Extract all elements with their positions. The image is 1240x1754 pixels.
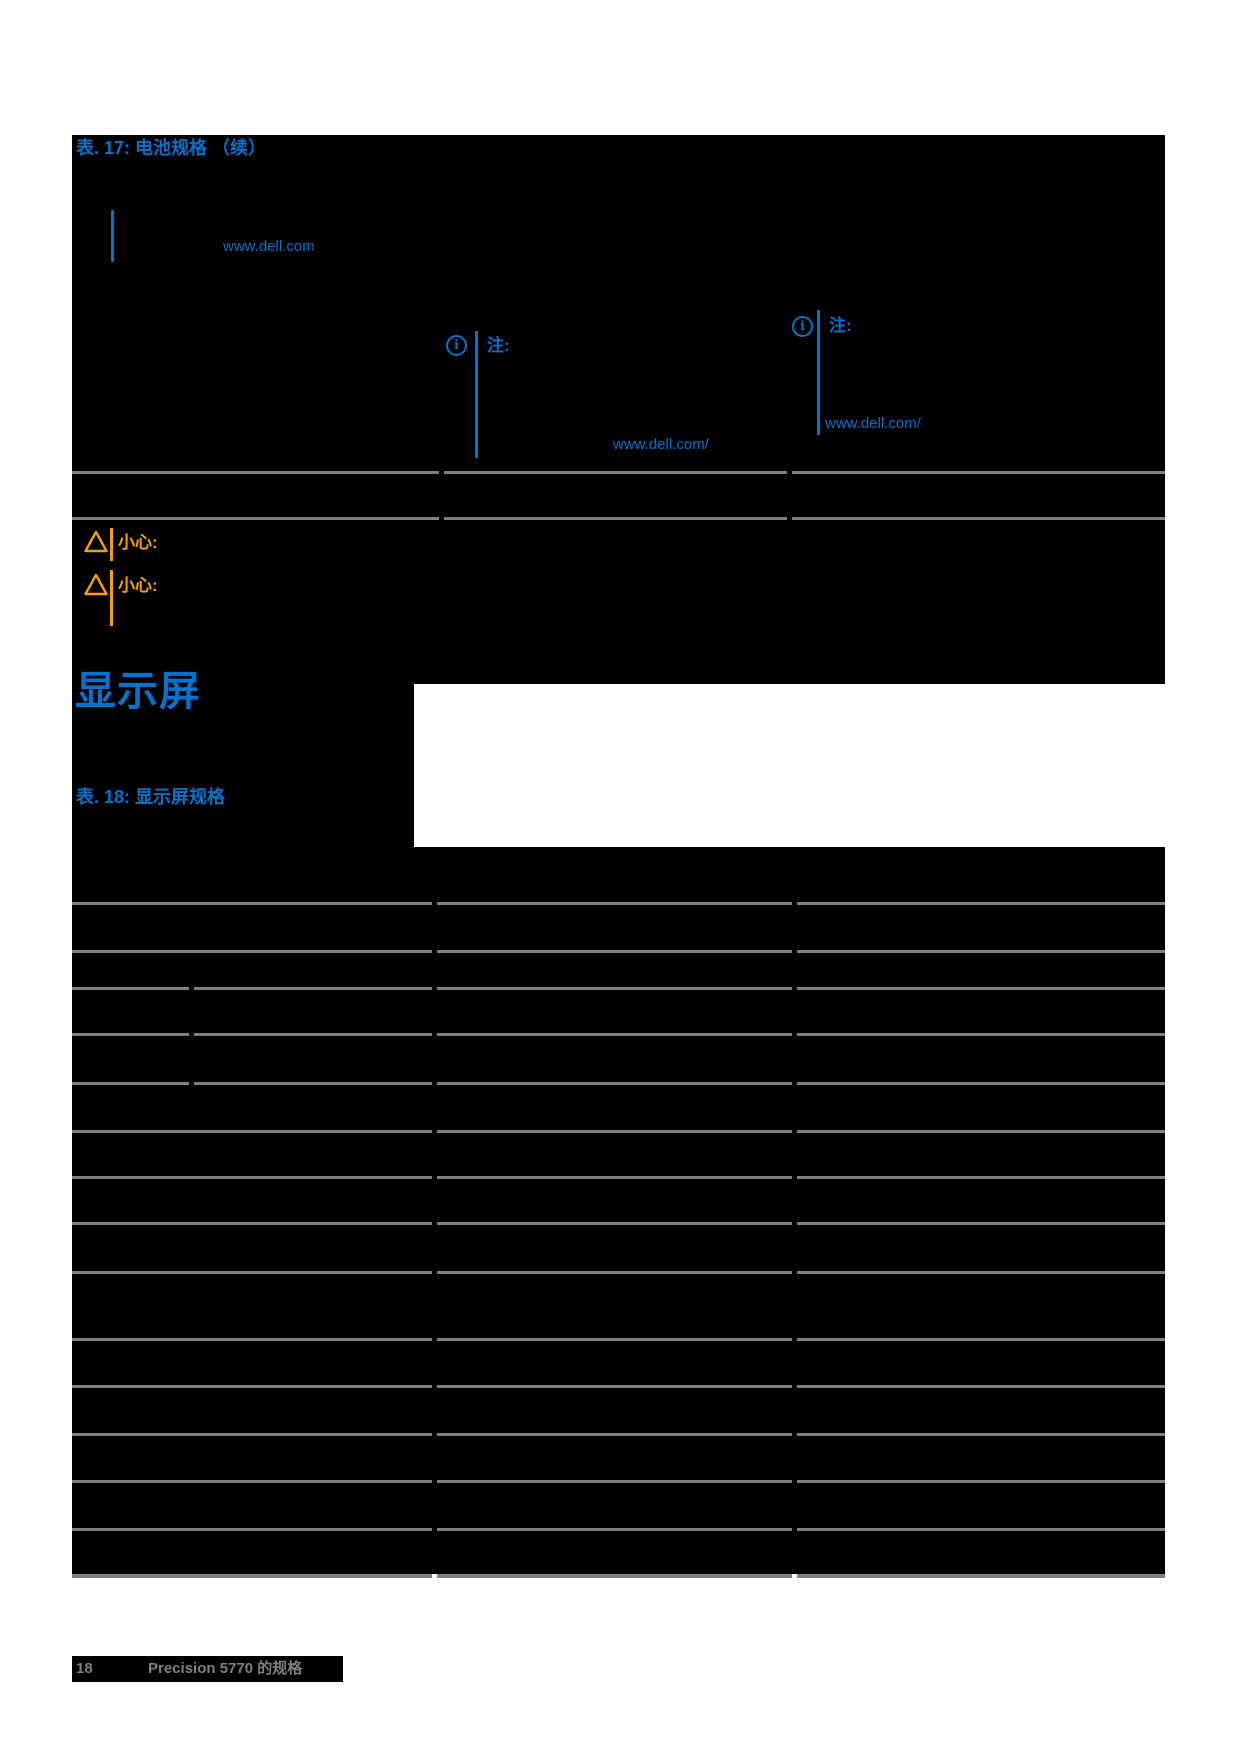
table-row-divider [437,1082,792,1085]
table-row-divider [797,950,1165,953]
table-row-divider [437,1574,792,1578]
table-row-divider [437,1480,792,1483]
table-row-divider [437,1433,792,1436]
caution-label: 小心: [118,576,158,595]
table-row-divider [72,950,432,953]
table-row-divider [437,1130,792,1133]
table-row-divider [797,1385,1165,1388]
table-row-divider [437,1385,792,1388]
table-row-divider [72,902,432,905]
table-row-divider [437,902,792,905]
table-row-divider [437,1528,792,1531]
table-row-divider [72,1574,432,1578]
dell-support-link[interactable]: www.dell.com/ [613,436,709,453]
table-row-divider [797,1528,1165,1531]
section-gap [414,684,1165,847]
display-table-caption: 表. 18: 显示屏规格 [76,787,226,807]
table-row-divider [72,1082,189,1085]
table-row-divider [72,1222,432,1225]
table-row-divider [437,1033,792,1036]
highlight-bar [111,210,114,262]
footer-doc-title: Precision 5770 的规格 [148,1660,303,1677]
table-row-divider [797,1176,1165,1179]
table-row-divider [437,1271,792,1274]
note-label: 注: [487,336,510,355]
table-row-divider [444,517,787,520]
table-row-divider [72,1528,432,1531]
table-row-divider [194,1033,432,1036]
warning-icon [84,530,108,553]
table-row-divider [72,1271,432,1274]
table-row-divider [72,1338,432,1341]
table-row-divider [72,1480,432,1483]
note-label: 注: [829,316,852,335]
table-row-divider [72,1176,432,1179]
footer-bar: 18 Precision 5770 的规格 [72,1656,343,1682]
note-rule [475,331,478,458]
table-row-divider [797,1271,1165,1274]
dell-support-link[interactable]: www.dell.com/ [825,415,921,432]
table-row-divider [72,471,439,474]
caution-label: 小心: [118,533,158,552]
table-row-divider [797,902,1165,905]
table-row-divider [72,987,189,990]
table-row-divider [797,1338,1165,1341]
table-row-divider [72,1385,432,1388]
table-row-divider [194,987,432,990]
table-row-divider [437,950,792,953]
table-row-divider [437,1222,792,1225]
battery-table-caption: 表. 17: 电池规格 （续） [76,138,267,158]
table-row-divider [792,517,1165,520]
info-icon: i [446,335,467,356]
table-row-divider [437,1338,792,1341]
table-row-divider [194,1082,432,1085]
caution-rule [110,528,113,561]
table-row-divider [797,1130,1165,1133]
page-number: 18 [76,1660,93,1677]
table-row-divider [797,1574,1165,1578]
table-row-divider [797,1480,1165,1483]
battery-and-display-tables-background [72,135,1165,1574]
table-row-divider [797,1082,1165,1085]
table-row-divider [437,987,792,990]
table-row-divider [797,1222,1165,1225]
display-section-heading: 显示屏 [75,668,201,714]
table-row-divider [797,1033,1165,1036]
table-row-divider [444,471,787,474]
table-row-divider [797,987,1165,990]
table-row-divider [72,1033,189,1036]
info-icon: i [792,316,813,337]
table-row-divider [792,471,1165,474]
table-row-divider [437,1176,792,1179]
table-row-divider [72,1130,432,1133]
table-row-divider [797,1433,1165,1436]
table-row-divider [72,517,439,520]
dell-home-link[interactable]: www.dell.com [223,238,315,255]
warning-icon [84,573,108,596]
note-rule [817,310,820,435]
caution-rule [110,570,113,626]
table-row-divider [72,1433,432,1436]
